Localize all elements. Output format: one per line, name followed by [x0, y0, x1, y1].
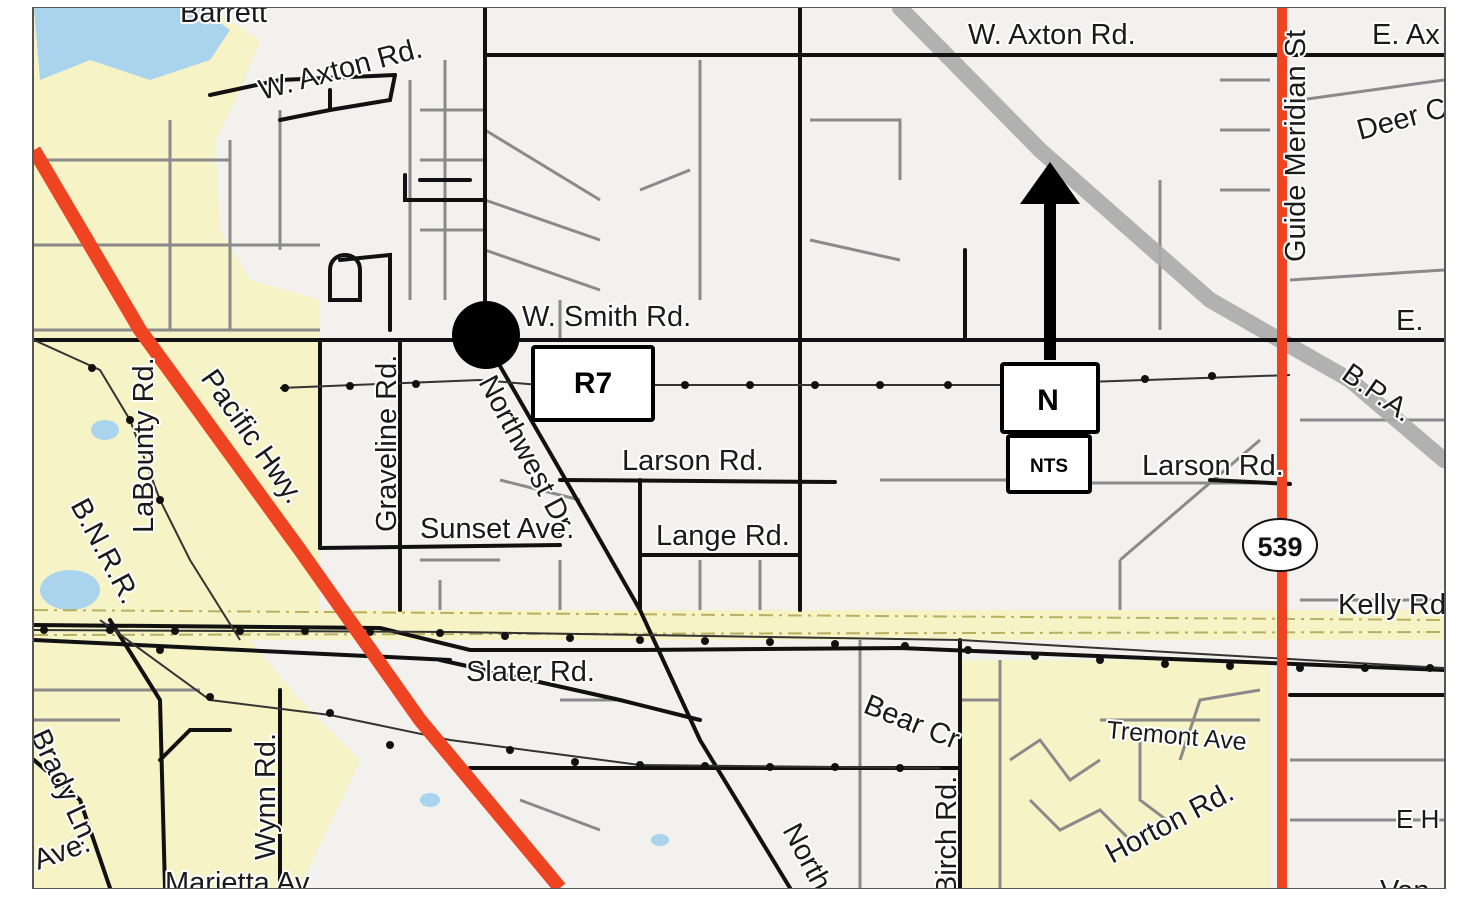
w-axton-rd-west — [208, 73, 397, 97]
label-w-axton-rd: W. Axton Rd. — [968, 19, 1136, 51]
graveline-loop — [328, 253, 362, 302]
site-label: R7 — [574, 367, 612, 400]
larson-rd-east — [1208, 478, 1292, 486]
bpa-powerline — [892, 8, 1444, 468]
label-e-smith: E. — [1396, 305, 1423, 337]
site-marker: R7 — [452, 301, 655, 422]
north-arrow: N NTS — [1000, 162, 1100, 494]
north-arrow-head — [1020, 162, 1080, 204]
label-wynn-rd: Wynn Rd. — [250, 733, 282, 860]
pacific-hwy — [34, 146, 566, 888]
label-kelly-rd: Kelly Rd — [1338, 589, 1446, 621]
site-location-dot — [452, 301, 520, 369]
label-lange-rd: Lange Rd. — [656, 520, 790, 552]
route-shield-number: 539 — [1257, 532, 1302, 562]
water-pond-west — [40, 570, 100, 610]
label-sunset-ave: Sunset Ave. — [420, 513, 574, 545]
label-larson-rd-west: Larson Rd. — [622, 445, 764, 477]
urban-area-southeast — [960, 660, 1270, 888]
site-label-box — [531, 345, 655, 422]
label-graveline-rd: Graveline Rd. — [371, 355, 403, 532]
larson-rd — [558, 478, 837, 484]
axton-loop — [278, 73, 397, 122]
label-guide-meridian: Guide Meridian St — [1280, 30, 1312, 262]
label-van: Van — [1380, 875, 1429, 892]
north-label-box — [1000, 362, 1100, 434]
major-roads — [34, 8, 1444, 888]
water-pond-south-2 — [651, 834, 669, 846]
route-shield: 539 — [1242, 518, 1318, 572]
boundary-line-2 — [34, 631, 1444, 636]
sunset-ave — [318, 543, 562, 550]
label-tremont-ave: Tremont Ave — [1105, 716, 1247, 756]
label-w-smith-rd: W. Smith Rd. — [522, 301, 691, 333]
minor-roads — [34, 60, 1444, 888]
scale-label: NTS — [1030, 456, 1068, 477]
north-label: N — [1037, 384, 1059, 417]
label-larson-rd-east: Larson Rd. — [1142, 450, 1284, 482]
north-stub — [403, 173, 487, 202]
route-shield-outline — [1242, 518, 1318, 572]
label-birch-rd: Birch Rd. — [931, 776, 963, 892]
label-e-axton: E. Ax — [1372, 19, 1440, 51]
south-loop — [158, 728, 232, 762]
water-bodies — [34, 8, 669, 846]
scale-label-box — [1006, 434, 1092, 494]
label-marietta-av: Marietta Av — [165, 867, 310, 892]
water-north — [34, 8, 230, 80]
label-slater-rd: Slater Rd. — [466, 656, 595, 688]
label-barrett: Barrett — [180, 0, 267, 29]
label-e-h: E H — [1396, 804, 1439, 834]
boundary-line — [34, 609, 1444, 621]
bnrr-south — [108, 618, 167, 888]
label-labounty-rd: LaBounty Rd. — [128, 357, 160, 533]
water-pond-small — [91, 420, 119, 440]
north-arrow-shaft — [1044, 200, 1056, 360]
slater-branch — [438, 658, 702, 722]
water-pond-south — [420, 793, 440, 807]
railroad-markers — [40, 364, 1434, 772]
graveline-loop-2 — [338, 252, 392, 332]
brady-ln — [34, 758, 112, 888]
slater-rd — [34, 623, 1444, 672]
